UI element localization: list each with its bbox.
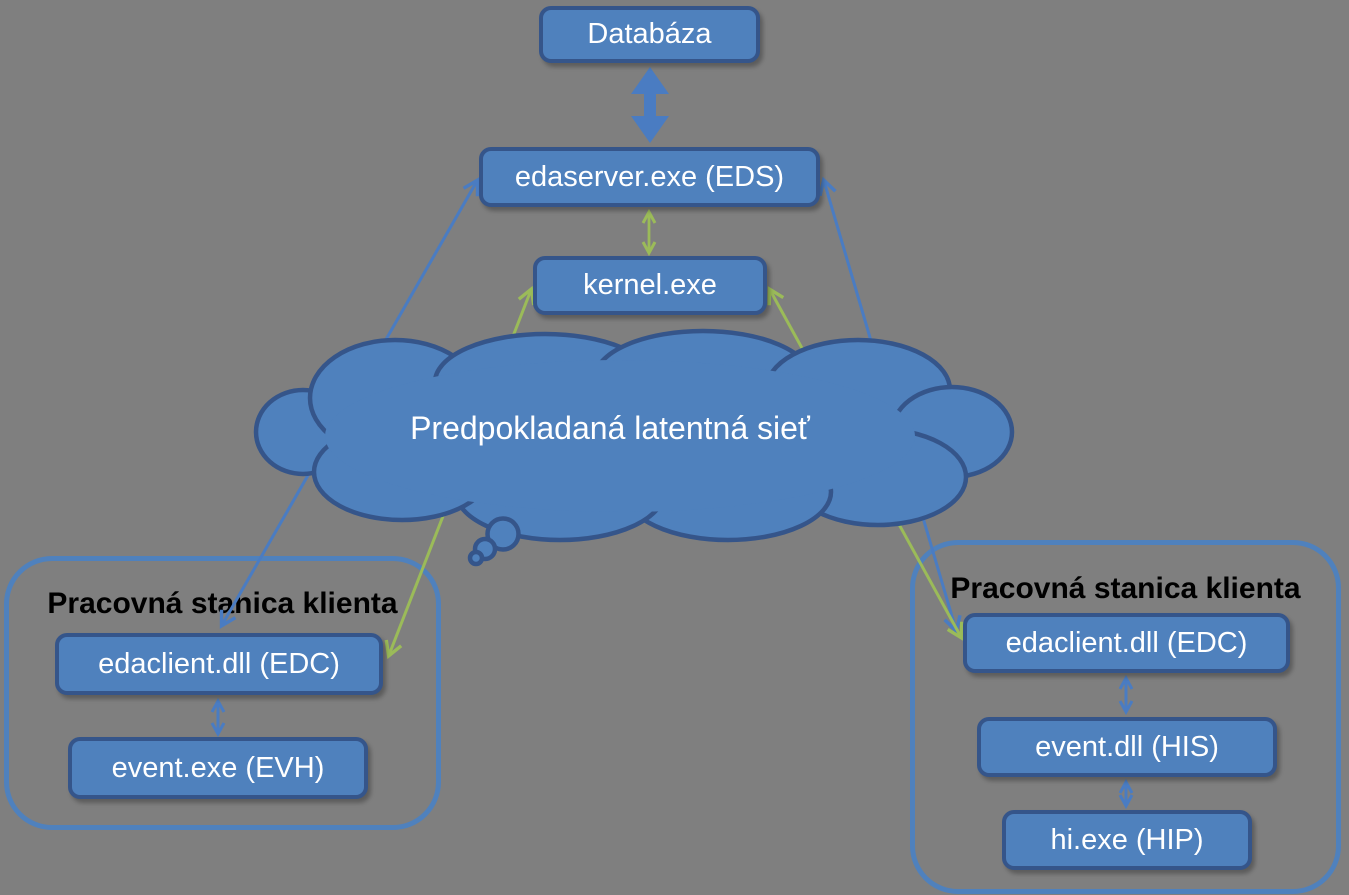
left-event-node: event.exe (EVH) — [68, 737, 368, 799]
kernel-node: kernel.exe — [533, 256, 767, 315]
database-node: Databáza — [539, 6, 760, 63]
cloud-tail-bubble-large — [485, 516, 521, 552]
arrow-database-edaserver — [631, 67, 669, 143]
right-hiexe-node: hi.exe (HIP) — [1002, 810, 1252, 870]
cloud-label: Predpokladaná latentná sieť — [410, 410, 810, 446]
network-cloud — [253, 328, 1015, 567]
right-workstation-title: Pracovná stanica klienta — [950, 572, 1301, 605]
right-edaclient-node: edaclient.dll (EDC) — [963, 613, 1290, 673]
edaserver-label: edaserver.exe (EDS) — [514, 160, 785, 193]
right-edaclient-label: edaclient.dll (EDC) — [1005, 626, 1248, 659]
right-eventdll-label: event.dll (HIS) — [1035, 730, 1219, 763]
edaserver-node: edaserver.exe (EDS) — [479, 147, 820, 207]
right-hiexe-label: hi.exe (HIP) — [1050, 823, 1204, 856]
kernel-label: kernel.exe — [583, 269, 717, 301]
right-workstation-container: Pracovná stanica klienta — [910, 540, 1341, 894]
left-edaclient-label: edaclient.dll (EDC) — [98, 647, 340, 680]
left-edaclient-node: edaclient.dll (EDC) — [55, 633, 383, 695]
cloud-tail-bubble-small — [467, 549, 485, 567]
left-event-label: event.exe (EVH) — [111, 751, 325, 784]
right-eventdll-node: event.dll (HIS) — [977, 717, 1277, 777]
database-label: Databáza — [587, 18, 712, 50]
